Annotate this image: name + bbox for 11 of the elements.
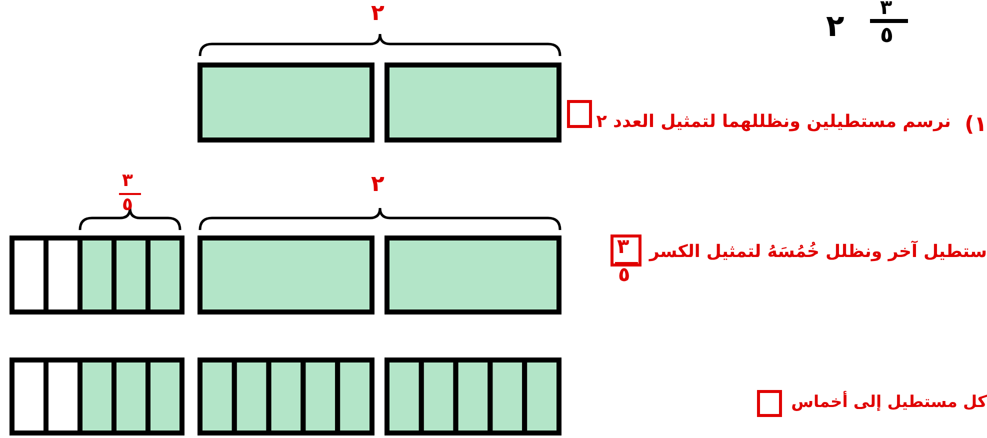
denominator: ٥ xyxy=(880,25,894,47)
brace-label: ٢ xyxy=(371,3,384,25)
denominator: ٥ xyxy=(122,196,133,214)
whole-number: ٢ xyxy=(826,12,844,42)
numerator: ٣ xyxy=(880,0,892,17)
instruction-text: نرسم مستطيلين ونظللهما لتمثيل العدد ٢ xyxy=(596,114,951,132)
step-number: ١) xyxy=(964,114,987,135)
numerator: ٣ xyxy=(122,172,133,190)
numerator: ٣ xyxy=(617,236,630,256)
brace-label: ٢ xyxy=(371,174,384,196)
denominator: ٥ xyxy=(618,264,630,284)
